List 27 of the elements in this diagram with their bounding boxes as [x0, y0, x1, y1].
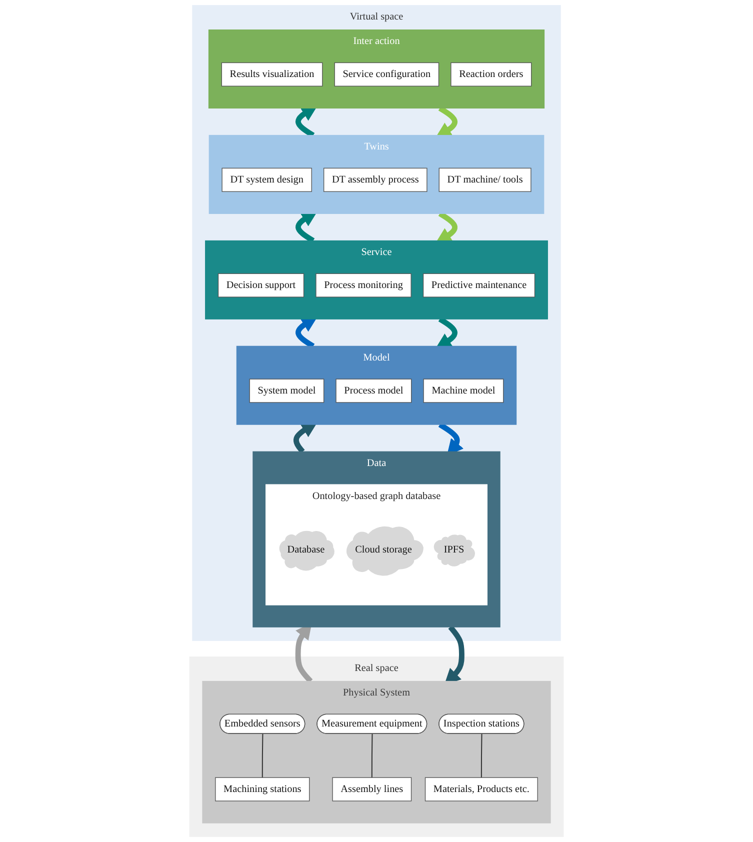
cluster	[236, 346, 517, 425]
cluster	[192, 5, 561, 641]
node-box	[423, 378, 504, 403]
node-box	[332, 777, 412, 802]
connector	[262, 734, 264, 778]
cluster	[205, 240, 548, 320]
node-box	[336, 378, 412, 403]
node-box	[222, 168, 312, 192]
cluster	[202, 680, 551, 824]
node-box	[215, 777, 310, 802]
cluster	[189, 656, 564, 837]
cluster	[252, 451, 500, 628]
connector	[371, 734, 373, 778]
node-box	[221, 62, 323, 86]
node-box	[316, 273, 412, 298]
node-box	[218, 273, 304, 298]
node-box	[422, 273, 536, 298]
connector	[480, 734, 482, 778]
node-box	[323, 168, 428, 192]
node-box	[450, 62, 532, 86]
node-box	[334, 62, 440, 86]
node-box	[424, 777, 538, 802]
cluster	[208, 30, 545, 108]
cluster	[266, 484, 488, 606]
node-box	[249, 378, 324, 403]
node-box	[438, 168, 532, 192]
cluster	[208, 134, 544, 214]
